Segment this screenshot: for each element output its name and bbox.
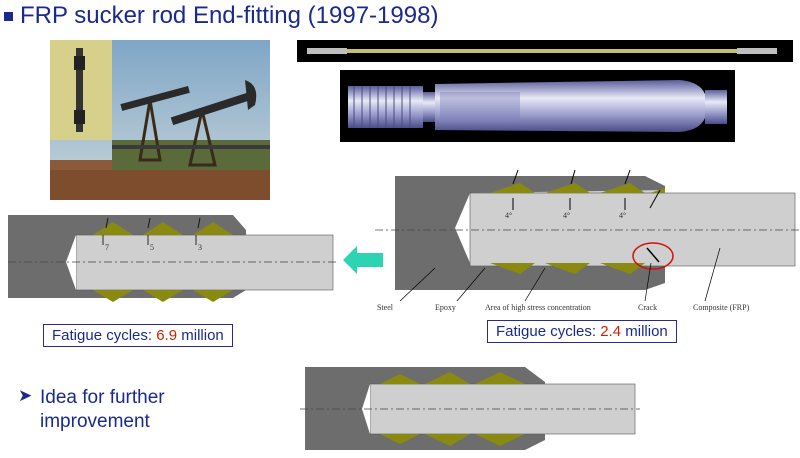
angle-label-1: 4°	[505, 211, 512, 220]
left-endfitting-diagram: 7 5 3	[8, 215, 338, 302]
end-fitting-render	[340, 70, 735, 142]
idea-line-2: improvement	[40, 411, 150, 432]
epoxy-teeth-bottom	[490, 263, 645, 274]
callout-crack: Crack	[638, 303, 657, 312]
title-bullet	[4, 12, 13, 21]
crack-highlight	[632, 242, 674, 270]
right-endfitting-diagram: 4° 4° 4° Steel Epoxy Area of high stress…	[375, 169, 800, 312]
angle-label-3: 4°	[619, 211, 626, 220]
right-fatigue-suffix: million	[621, 323, 668, 340]
left-label-2: 5	[150, 243, 154, 252]
callout-epoxy: Epoxy	[435, 303, 456, 312]
left-fatigue-value: 6.9	[156, 327, 178, 344]
angle-label-2: 4°	[563, 211, 570, 220]
oilfield-photo	[50, 40, 270, 200]
right-fatigue-caption: Fatigue cycles: 2.4 million	[487, 320, 677, 343]
left-arrow-icon	[343, 246, 383, 274]
epoxy-teeth-top	[490, 183, 665, 193]
left-fatigue-prefix: Fatigue cycles:	[52, 327, 157, 344]
callout-composite: Composite (FRP)	[693, 303, 750, 312]
left-fatigue-suffix: million	[177, 327, 224, 344]
callout-stress-area: Area of high stress concentration	[485, 303, 591, 312]
long-rod-photo	[297, 40, 793, 62]
right-fatigue-prefix: Fatigue cycles:	[496, 323, 601, 340]
left-label-1: 7	[105, 243, 109, 252]
right-fatigue-value: 2.4	[600, 323, 622, 340]
idea-text: Idea for further improvement	[40, 386, 165, 434]
callout-steel: Steel	[377, 303, 394, 312]
left-fatigue-caption: Fatigue cycles: 6.9 million	[43, 324, 233, 347]
left-label-3: 3	[198, 243, 202, 252]
idea-line-1: Idea for further	[40, 387, 165, 408]
arrow-bullet-icon: ➤	[18, 386, 33, 405]
improved-endfitting-diagram	[300, 367, 640, 450]
page-title: FRP sucker rod End-fitting (1997-1998)	[20, 2, 439, 29]
